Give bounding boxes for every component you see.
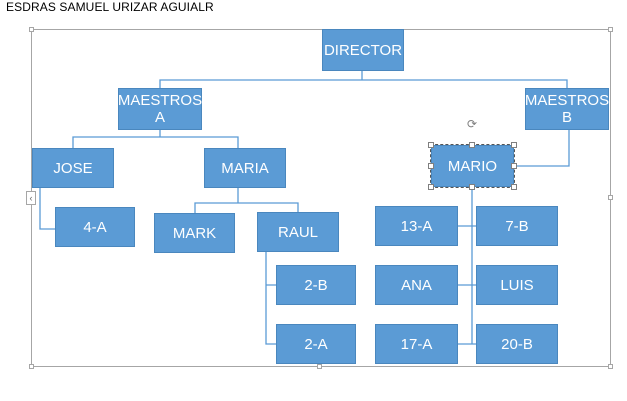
node-director[interactable]: DIRECTOR [322,29,404,71]
node-label: MARK [172,224,217,242]
node-raul-2b[interactable]: 2-B [276,265,356,305]
node-label: 13-A [400,217,433,235]
selection-handle-br[interactable] [511,184,517,190]
frame-handle-tl[interactable] [29,27,34,32]
node-label: B [561,109,572,126]
node-mario-7b[interactable]: 7-B [476,206,558,246]
frame-handle-r[interactable] [608,195,613,200]
node-label: MAESTROS [524,92,610,109]
connector-maria [194,188,299,213]
selection-handle-b[interactable] [469,184,475,190]
node-label: ANA [401,276,432,294]
node-mario-20b[interactable]: 20-B [476,324,558,364]
node-label: 20-B [501,335,533,353]
node-maestros-a[interactable]: MAESTROS A [118,88,202,130]
node-label: 4-A [83,218,107,236]
frame-handle-br[interactable] [608,364,613,369]
selection-handle-r[interactable] [511,163,517,169]
selection-handle-tl[interactable] [428,142,434,148]
connector-mario [458,188,476,345]
frame-handle-tr[interactable] [608,27,613,32]
node-label: JOSE [53,159,93,177]
connector-director [159,71,568,88]
node-jose[interactable]: JOSE [32,148,114,188]
frame-handle-bl[interactable] [29,364,34,369]
node-mario[interactable]: MARIO [430,144,515,188]
chevron-left-icon: ‹ [29,193,33,203]
node-raul[interactable]: RAUL [257,212,339,252]
node-mario-17a[interactable]: 17-A [375,324,458,364]
rotate-handle-icon[interactable]: ⟳ [466,117,478,131]
node-label: MARIA [221,159,269,177]
document-title: ESDRAS SAMUEL URIZAR AGUIALR [6,0,214,14]
node-label: MAESTROS [117,92,203,109]
selection-handle-tr[interactable] [511,142,517,148]
node-label: MARIO [447,157,498,175]
node-label: 2-B [304,276,328,294]
selection-handle-bl[interactable] [428,184,434,190]
node-label: RAUL [277,223,318,241]
node-mark[interactable]: MARK [154,213,235,253]
connector-jose [39,188,55,230]
node-maestros-b[interactable]: MAESTROS B [525,88,609,130]
selection-handle-t[interactable] [469,142,475,148]
text-pane-toggle[interactable]: ‹ [26,191,36,205]
node-mario-13a[interactable]: 13-A [375,206,458,246]
node-label: 17-A [400,335,433,353]
node-label: 2-A [304,335,328,353]
selection-handle-l[interactable] [428,163,434,169]
connector-maestros-a [72,130,239,148]
node-luis[interactable]: LUIS [476,265,558,305]
node-label: DIRECTOR [323,41,403,59]
node-label: 7-B [505,217,529,235]
node-ana[interactable]: ANA [375,265,458,305]
connector-maestros-b [516,130,570,167]
node-label: A [154,109,165,126]
connector-raul [265,252,276,345]
node-raul-2a[interactable]: 2-A [276,324,356,364]
frame-handle-b[interactable] [317,364,322,369]
node-jose-4a[interactable]: 4-A [55,207,135,247]
node-maria[interactable]: MARIA [204,148,286,188]
node-label: LUIS [500,276,534,294]
